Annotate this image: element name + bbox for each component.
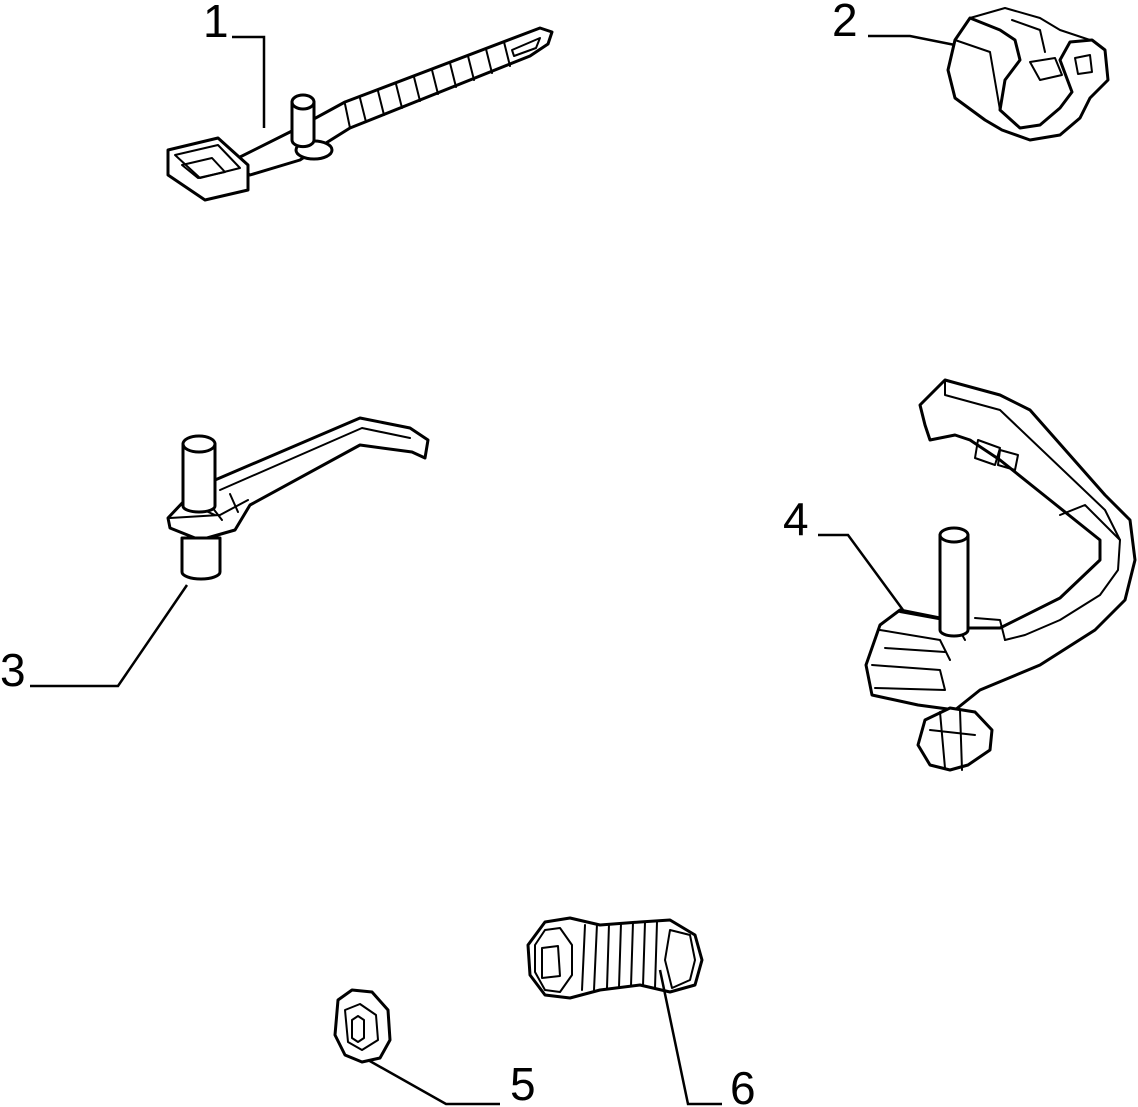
part-3-bracket-pin (166, 416, 430, 581)
leader-3 (30, 584, 189, 688)
leader-1 (232, 35, 266, 128)
part-1-cable-tie (166, 26, 554, 202)
part-6-corrugated-sleeve (526, 916, 704, 1000)
callout-6: 6 (730, 1062, 756, 1107)
callout-3: 3 (0, 644, 26, 696)
leader-6 (658, 969, 722, 1106)
leader-5 (367, 1058, 500, 1106)
callout-2: 2 (832, 0, 858, 46)
leader-2 (868, 34, 956, 47)
part-4-large-bracket (864, 378, 1137, 772)
callout-labels: 1 2 3 4 5 6 (0, 0, 858, 1107)
part-5-grommet (333, 988, 392, 1064)
part-2-clip (946, 7, 1110, 142)
callout-4: 4 (783, 493, 809, 545)
callout-1: 1 (203, 0, 229, 47)
leader-4 (818, 533, 905, 611)
leader-lines (30, 34, 956, 1106)
callout-5: 5 (510, 1058, 536, 1107)
